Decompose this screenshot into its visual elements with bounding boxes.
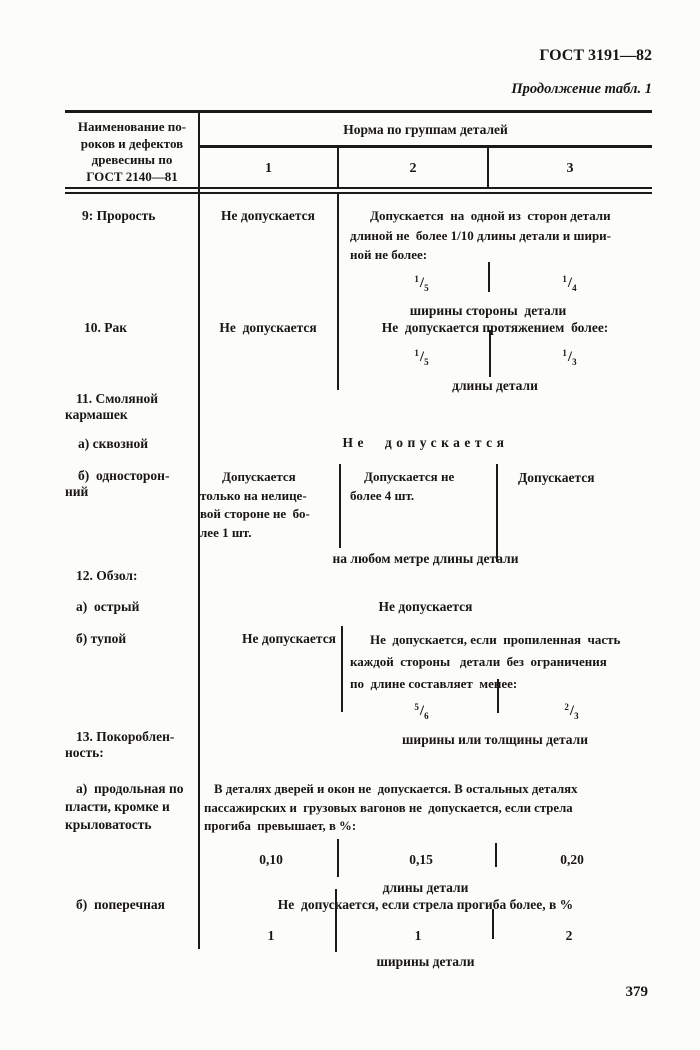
page-number: 379	[625, 984, 649, 1000]
header-divider-group1-2	[337, 145, 339, 189]
row10-group2-fraction: 1/5	[414, 348, 430, 367]
row9-group1-cell: Не допускается	[221, 208, 315, 223]
row9-norm-text: Допускается на одной из сторон детали дл…	[350, 208, 611, 262]
row12b-norm-text: Не допускается, если пропиленная часть к…	[350, 632, 621, 691]
row13b-caption: ширины детали	[376, 954, 475, 969]
row11b-divider-2	[496, 464, 498, 562]
row10-norm-text: Не допускается протяжением более:	[381, 320, 609, 335]
row12-label: 12. Обзол:	[76, 568, 138, 583]
row13b-divider-2	[492, 909, 494, 939]
group-2-header: 2	[409, 161, 417, 176]
row10-label: 10. Рак	[84, 320, 128, 335]
row12a-label: а) острый	[76, 599, 140, 614]
row11a-norm-text: Не допускается	[342, 435, 509, 450]
row9-fraction-divider	[488, 262, 490, 292]
row13a-norm-text: В деталях дверей и окон не допускается. …	[204, 782, 578, 833]
row12b-label: б) тупой	[76, 631, 127, 646]
row13b-value-group3: 2	[565, 928, 573, 943]
row10-group1-cell: Не допускается	[219, 320, 317, 335]
doc-number: ГОСТ 3191—82	[539, 47, 652, 64]
table-continuation-note: Продолжение табл. 1	[511, 81, 652, 97]
row10-group3-fraction: 1/3	[562, 348, 578, 367]
row13b-label: б) поперечная	[76, 897, 165, 912]
row12b-group1-cell: Не допускается	[242, 631, 336, 646]
defects-column-header: Наименование по- роков и дефектов древес…	[77, 119, 187, 184]
header-bottom-rule-1	[65, 187, 652, 189]
row11b-label: б) односторон- ний	[65, 468, 170, 499]
row13a-divider-2	[495, 843, 497, 867]
row13a-value-group2: 0,15	[409, 852, 433, 867]
row11b-divider-1	[339, 464, 341, 548]
norm-column-header: Норма по группам деталей	[343, 122, 508, 137]
row11b-group1-cell: Допускается только на нелице- вой сторон…	[200, 469, 310, 540]
table-top-rule	[65, 110, 652, 113]
header-bottom-rule-2	[65, 191, 652, 194]
group-3-header: 3	[566, 161, 574, 176]
row13b-value-group2: 1	[414, 928, 422, 943]
row9-group2-fraction: 1/5	[414, 274, 430, 293]
row13a-value-group1: 0,10	[259, 852, 283, 867]
row9-label: 9: Прорость	[82, 208, 156, 223]
row12b-caption: ширины или толщины детали	[402, 732, 588, 747]
row9-10-column-divider	[337, 193, 339, 390]
header-divider-group2-3	[487, 145, 489, 189]
row12b-group2-fraction: 5/6	[414, 702, 430, 721]
row13a-value-group3: 0,20	[560, 852, 584, 867]
row11a-label: а) сквозной	[78, 436, 149, 451]
row13b-norm-text: Не допускается, если стрела прогиба боле…	[277, 897, 574, 912]
defects-column-rule	[198, 110, 200, 949]
row12b-group3-fraction: 2/3	[564, 702, 580, 721]
row12a-norm-text: Не допускается	[378, 599, 473, 614]
row13b-divider-1	[335, 889, 337, 952]
norm-subheader-rule	[199, 145, 652, 148]
row11-label: 11. Смоляной кармашек	[65, 391, 159, 422]
row12b-divider-1	[341, 626, 343, 712]
row13-label: 13. Покороблен- ность:	[65, 729, 175, 760]
row13b-value-group1: 1	[267, 928, 275, 943]
row10-caption: длины детали	[452, 378, 538, 393]
row11b-caption: на любом метре длины детали	[332, 551, 519, 566]
row13a-label: а) продольная по пласти, кромке и крылов…	[65, 781, 184, 832]
group-1-header: 1	[265, 161, 272, 176]
row11b-group3-cell: Допускается	[518, 470, 595, 485]
row10-fraction-divider	[489, 330, 491, 377]
row9-caption: ширины стороны детали	[409, 303, 567, 318]
row13a-caption: длины детали	[382, 880, 469, 895]
row11b-group2-cell: Допускается не более 4 шт.	[350, 469, 455, 503]
row9-group3-fraction: 1/4	[562, 274, 578, 293]
row13a-divider-1	[337, 839, 339, 877]
row12b-fraction-divider	[497, 679, 499, 713]
